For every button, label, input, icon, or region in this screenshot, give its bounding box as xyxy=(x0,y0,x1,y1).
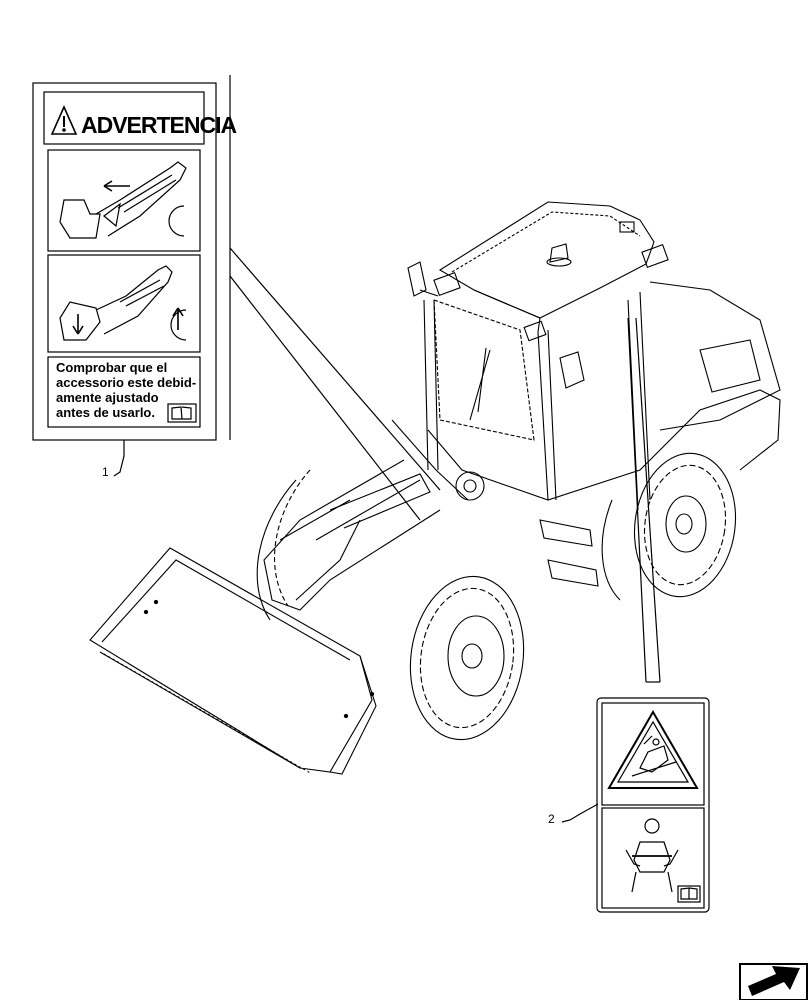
decal-1-line-4: antes de usarlo. xyxy=(56,405,155,420)
compact-wheel-loader xyxy=(89,201,781,775)
callout-2: 2 xyxy=(548,812,555,826)
loader-arm-pictogram-1 xyxy=(59,161,187,239)
decal-1-line-3: amente ajustado xyxy=(56,390,159,405)
arrow-right-icon[interactable] xyxy=(739,963,808,1000)
decal-1-header: ADVERTENCIA xyxy=(81,112,237,138)
decal-1-leader xyxy=(113,75,441,521)
loader-arm-pictogram-2 xyxy=(59,265,187,341)
decal-1-line-1: Comprobar que el xyxy=(56,360,167,375)
warning-triangle-icon xyxy=(50,105,78,135)
decal-1: ADVERTENCIA xyxy=(32,82,238,441)
book-icon-2 xyxy=(677,885,701,903)
decal-2-leader xyxy=(561,317,661,823)
decal-1-line-2: accessorio este debid- xyxy=(56,375,196,390)
book-icon xyxy=(167,403,197,423)
rollover-hazard-icon xyxy=(607,710,699,789)
seated-operator-icon xyxy=(625,818,679,893)
decal-2 xyxy=(596,697,710,913)
callout-1: 1 xyxy=(102,465,109,479)
